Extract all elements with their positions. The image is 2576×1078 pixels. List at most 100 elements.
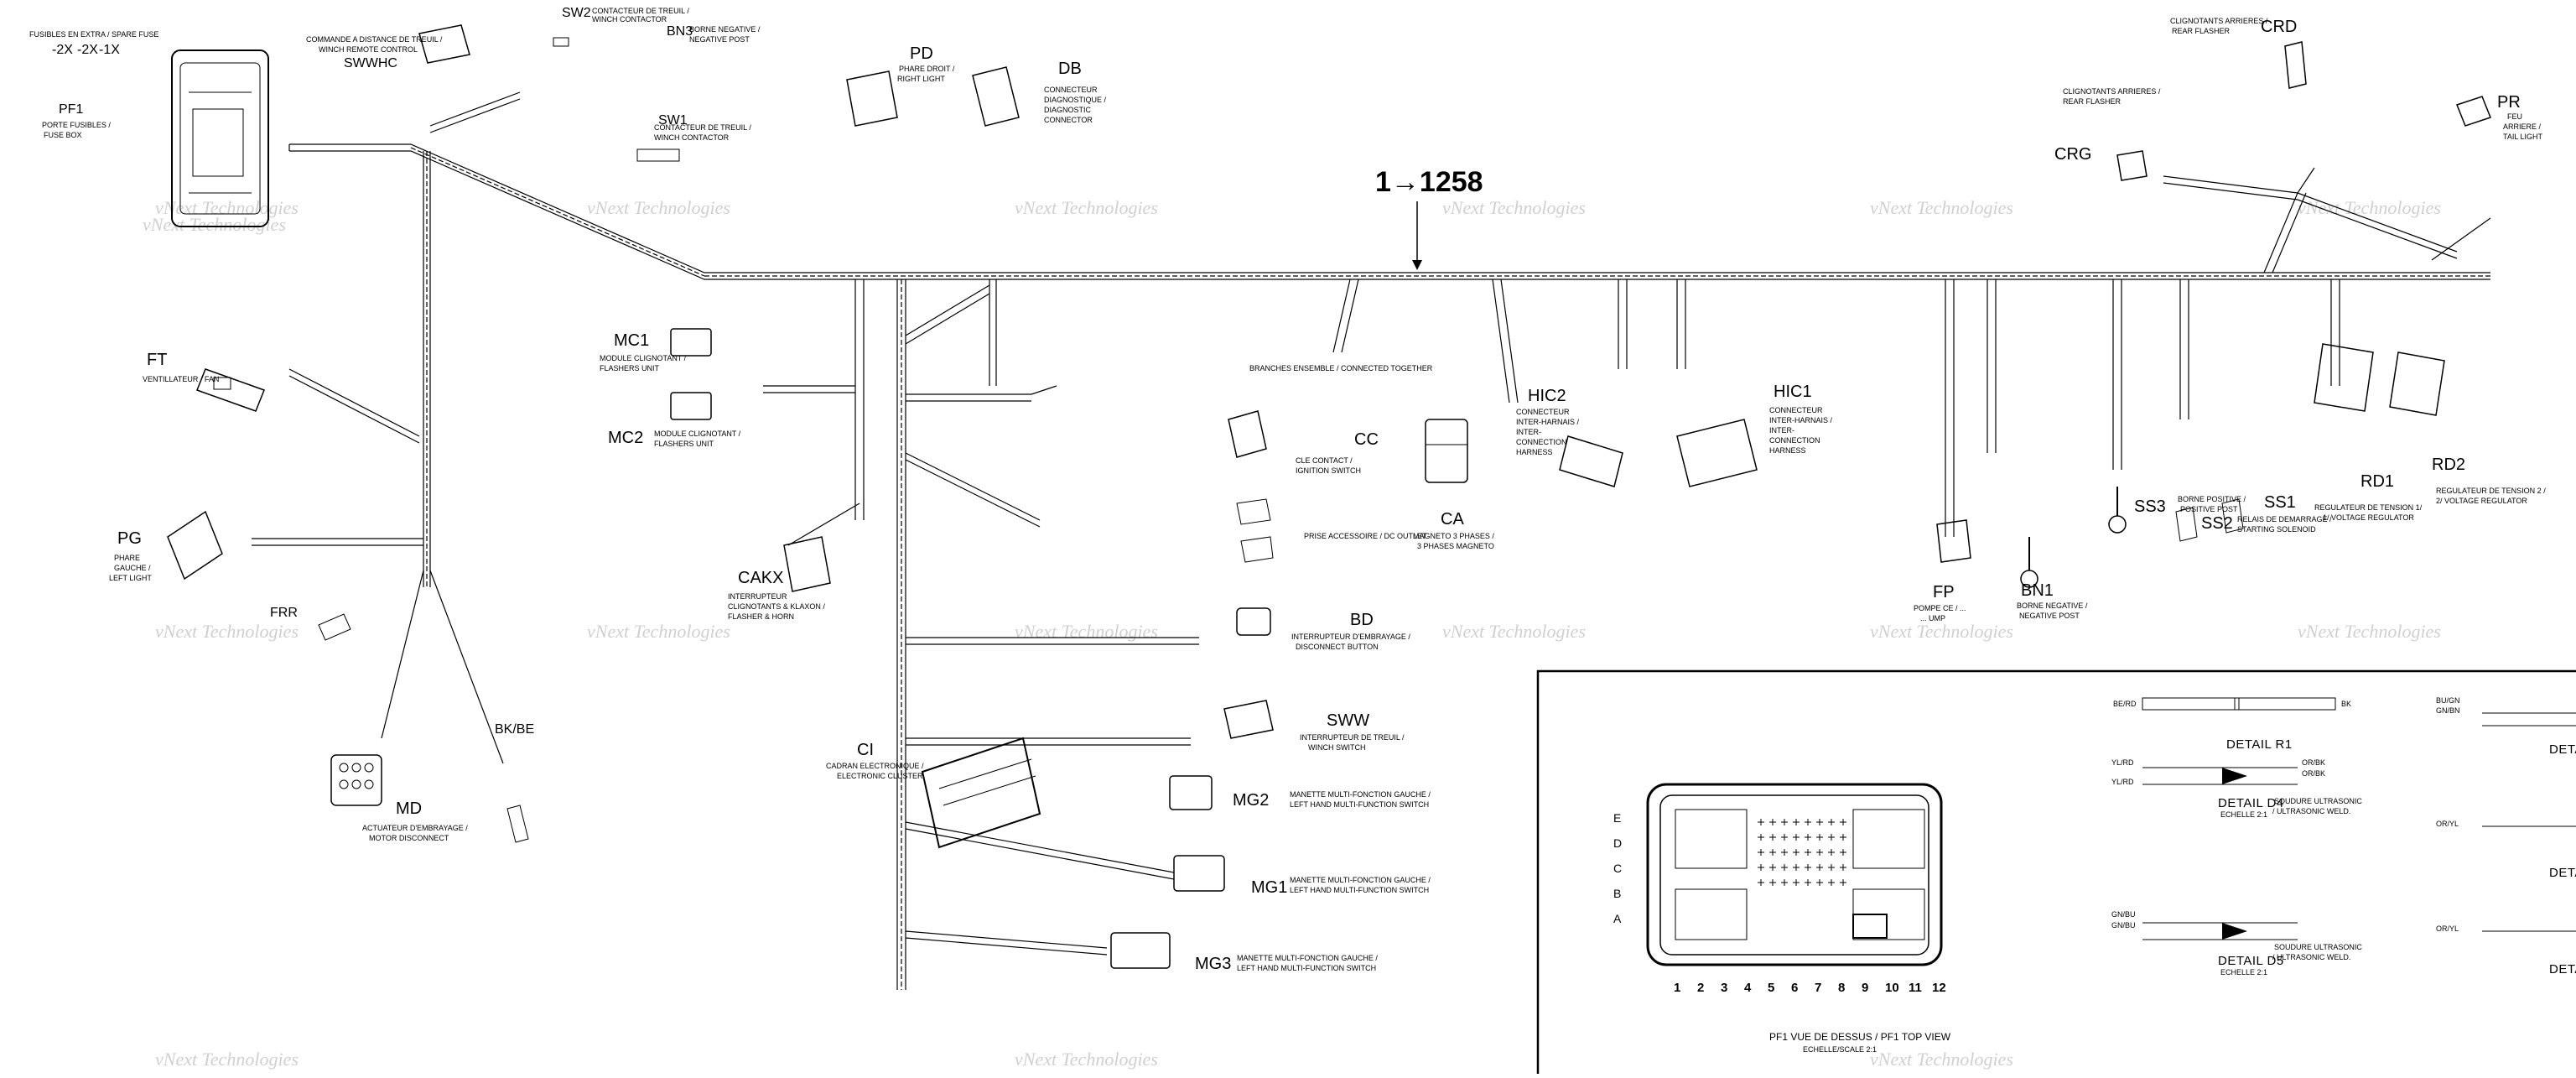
flasher-unit-icon xyxy=(670,328,712,420)
detail-d4 xyxy=(2142,767,2298,785)
fan-connector-icon xyxy=(196,368,265,412)
wire-code: GN/BN xyxy=(2436,706,2460,715)
col-label: 3 xyxy=(1721,981,1727,995)
cable-end-icon xyxy=(506,805,529,843)
weld-label: / ULTRASONIC WELD. xyxy=(2272,953,2350,961)
connector-code: HIC1 xyxy=(1774,383,1812,401)
connector-label: FLASHERS UNIT xyxy=(654,440,714,448)
connector-label: CONNECTION xyxy=(1516,438,1567,446)
connector-label: ELECTRONIC CLUSTER xyxy=(837,772,923,780)
dc-outlet-label: PRISE ACCESSOIRE / DC OUTLET xyxy=(1304,532,1427,540)
connector-label: CLIGNOTANTS ARRIERES / xyxy=(2170,17,2268,25)
connector-label: FEU xyxy=(2507,112,2522,121)
negative-post-icon xyxy=(2020,537,2038,588)
watermark-group: vNext Technologies vNext Technologies vN… xyxy=(143,197,2441,1070)
connector-label: TAIL LIGHT xyxy=(2503,133,2543,141)
detail-r1 xyxy=(2142,697,2336,711)
connector-label: HARNESS xyxy=(1516,448,1553,456)
connector-label: PHARE xyxy=(114,554,140,562)
fuse-slot xyxy=(1828,849,1835,856)
col-label: 4 xyxy=(1744,981,1752,995)
connector-label: IGNITION SWITCH xyxy=(1296,466,1361,475)
watermark: vNext Technologies xyxy=(143,214,286,235)
watermark: vNext Technologies xyxy=(155,197,299,218)
col-label: 8 xyxy=(1838,981,1845,995)
wire-code: YL/RD xyxy=(2111,758,2134,767)
connector-label: REAR FLASHER xyxy=(2063,97,2122,106)
connector-label: INTERRUPTEUR D'EMBRAYAGE / xyxy=(1291,633,1410,641)
diagram-title: 1→1258 xyxy=(1375,166,1483,198)
connector-code: BN1 xyxy=(2021,581,2054,600)
fuse-slot xyxy=(1816,849,1823,856)
wire-code: BK xyxy=(2341,700,2351,708)
connector-label: CONNECTION xyxy=(1769,436,1820,445)
connector-label: MANETTE MULTI-FONCTION GAUCHE / xyxy=(1237,954,1378,962)
wire-code: OR/BK xyxy=(2302,769,2325,778)
connector-code: MC1 xyxy=(614,331,649,350)
connector-code: MG1 xyxy=(1251,878,1287,897)
fuse-slot xyxy=(1816,819,1823,825)
col-label: 12 xyxy=(1932,981,1946,995)
fuse-slot xyxy=(1758,879,1764,886)
fuse-slot xyxy=(1816,879,1823,886)
watermark: vNext Technologies xyxy=(155,1049,299,1070)
connector-code: FRR xyxy=(270,606,298,620)
motor-disconnect-connector-icon xyxy=(330,754,382,806)
left-light-connector-icon xyxy=(167,510,223,581)
connector-code: MG3 xyxy=(1195,955,1231,973)
fuse-slot xyxy=(1840,834,1846,841)
connector-code: CA xyxy=(1441,510,1464,529)
connector-label: DIAGNOSTIC xyxy=(1044,106,1092,114)
connector-code: SS3 xyxy=(2134,497,2166,516)
winch-remote-connector-icon xyxy=(418,24,470,64)
connector-label: FLASHER & HORN xyxy=(728,612,794,621)
col-label: 9 xyxy=(1862,981,1868,995)
connector-label: REAR FLASHER xyxy=(2172,27,2231,35)
fuse-slot xyxy=(1769,834,1776,841)
connector-code: MG2 xyxy=(1233,791,1269,810)
connector-label: INTER-HARNAIS / xyxy=(1516,418,1580,426)
wire-code: OR/BK xyxy=(2302,758,2325,767)
fuse-slot xyxy=(1840,864,1846,871)
fuse-slot xyxy=(1781,819,1788,825)
connector-label: CONTACTEUR DE TREUIL / xyxy=(592,7,689,15)
watermark: vNext Technologies xyxy=(1015,1049,1158,1070)
fuse-slot xyxy=(1840,879,1846,886)
fuse-slot xyxy=(1828,819,1835,825)
fuse-slot xyxy=(1828,834,1835,841)
fuse-slot xyxy=(1805,834,1811,841)
connector-code: SW1 xyxy=(658,113,688,128)
connector-code: SS2 xyxy=(2201,514,2233,533)
connector-label: BORNE NEGATIVE / xyxy=(2017,601,2088,610)
connector-label: PHARE DROIT / xyxy=(899,65,955,73)
detail-cut-label: DETAIL xyxy=(2549,742,2576,757)
dc-outlet-icon xyxy=(1236,498,1274,563)
connector-code: CC xyxy=(1354,430,1379,449)
connector-label: LEFT HAND MULTI-FUNCTION SWITCH xyxy=(1290,800,1429,809)
inter-harness-connector-icon xyxy=(1559,435,1623,487)
connector-code: SS1 xyxy=(2264,493,2296,512)
connector-label: CADRAN ELECTRONIQUE / xyxy=(826,762,924,770)
panel-title: PF1 VUE DE DESSUS / PF1 TOP VIEW xyxy=(1769,1031,1951,1043)
connector-code: RD1 xyxy=(2360,472,2394,491)
connector-label: CLIGNOTANTS & KLAXON / xyxy=(728,602,825,611)
frr-connector-icon xyxy=(318,613,351,641)
fuse-val: -2X xyxy=(77,43,98,57)
fuse-slot xyxy=(1793,819,1800,825)
row-label: A xyxy=(1613,912,1622,925)
connector-label: ... UMP xyxy=(1920,614,1945,622)
row-label: D xyxy=(1613,836,1622,850)
col-label: 11 xyxy=(1909,981,1922,995)
fuse-slot xyxy=(1805,819,1811,825)
winch-switch-connector-icon xyxy=(1223,700,1274,739)
connector-label: PORTE FUSIBLES / xyxy=(42,121,111,129)
connector-code: PG xyxy=(117,529,142,548)
connector-label: CONTACTEUR DE TREUIL / xyxy=(654,123,751,132)
watermark: vNext Technologies xyxy=(1870,621,2013,642)
connector-label: CONNECTEUR xyxy=(1769,406,1823,414)
connector-label: CONNECTOR xyxy=(1044,116,1093,124)
connector-code: SW2 xyxy=(562,6,591,20)
col-label: 7 xyxy=(1815,981,1821,995)
